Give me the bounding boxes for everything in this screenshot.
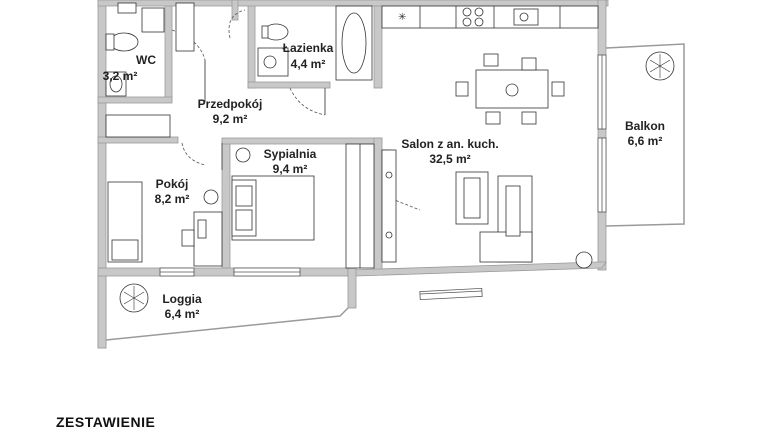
room-name-pokoj: Pokój bbox=[156, 177, 189, 191]
outdoor-outlines bbox=[105, 43, 685, 341]
room-name-balkon: Balkon bbox=[625, 119, 665, 133]
room-area-wc: 3,2 m² bbox=[103, 69, 138, 83]
plants bbox=[119, 51, 675, 313]
kitchen-fixtures: ✳ bbox=[381, 5, 599, 29]
bathroom-fixtures bbox=[257, 5, 373, 81]
room-name-salon: Salon z an. kuch. bbox=[401, 137, 498, 151]
summary-title: ZESTAWIENIE bbox=[56, 414, 156, 430]
living-furniture bbox=[381, 149, 593, 269]
room-name-loggia: Loggia bbox=[162, 292, 202, 306]
room-name-lazienka: Łazienka bbox=[283, 41, 334, 55]
svg-text:✳: ✳ bbox=[398, 12, 406, 23]
room-area-loggia: 6,4 m² bbox=[165, 307, 200, 321]
room-name-wc: WC bbox=[136, 53, 156, 67]
walls bbox=[97, 0, 609, 349]
bedroom-furniture bbox=[231, 143, 375, 269]
room-name-przedpokoj: Przedpokój bbox=[198, 97, 263, 111]
room-area-balkon: 6,6 m² bbox=[628, 134, 663, 148]
room-area-salon: 32,5 m² bbox=[429, 152, 470, 166]
dining-set bbox=[455, 53, 565, 125]
wc-fixtures bbox=[105, 2, 195, 97]
room-area-lazienka: 4,4 m² bbox=[291, 57, 326, 71]
room-labels: WC 3,2 m² Łazienka 4,4 m² Przedpokój 9,2… bbox=[103, 41, 665, 321]
room-furniture bbox=[105, 114, 223, 267]
room-area-sypialnia: 9,4 m² bbox=[273, 162, 308, 176]
room-area-przedpokoj: 9,2 m² bbox=[213, 112, 248, 126]
room-name-sypialnia: Sypialnia bbox=[264, 147, 317, 161]
room-area-pokoj: 8,2 m² bbox=[155, 192, 190, 206]
door-leaves bbox=[204, 60, 326, 170]
